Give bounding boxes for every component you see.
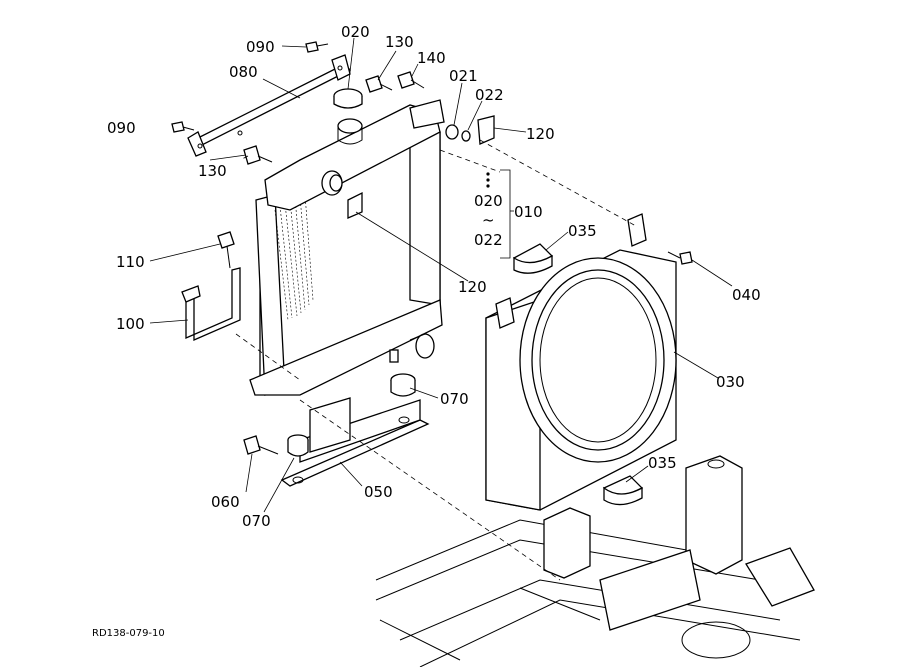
bolt-090-top <box>305 41 329 53</box>
callout-035-top: 035 <box>568 222 597 240</box>
callout-120-mid: 120 <box>458 278 487 296</box>
leader-lines <box>149 37 733 581</box>
radiator-stay-bracket <box>187 54 352 157</box>
callout-090-left: 090 <box>107 119 136 137</box>
bolt-060 <box>243 435 279 455</box>
callout-030: 030 <box>716 373 745 391</box>
callout-140: 140 <box>417 49 446 67</box>
callout-070-right: 070 <box>440 390 469 408</box>
callout-040: 040 <box>732 286 761 304</box>
bolt-140 <box>397 71 425 89</box>
callout-035-bottom: 035 <box>648 454 677 472</box>
callout-090-top: 090 <box>246 38 275 56</box>
radiator <box>249 88 445 396</box>
cushion-070-right <box>390 373 416 397</box>
callout-120-right: 120 <box>526 125 555 143</box>
bolt-110 <box>217 231 235 269</box>
callout-020-range: 020 <box>474 192 503 210</box>
callout-100: 100 <box>116 315 145 333</box>
tractor-frame <box>375 455 815 667</box>
callout-labels: 090 080 020 130 140 021 022 120 090 130 … <box>107 23 761 530</box>
callout-060: 060 <box>211 493 240 511</box>
callout-130-top: 130 <box>385 33 414 51</box>
callout-022-top: 022 <box>475 86 504 104</box>
callout-050: 050 <box>364 483 393 501</box>
callout-070-bottom: 070 <box>242 512 271 530</box>
bolt-130-left <box>243 145 273 165</box>
bolt-090-left <box>171 121 195 133</box>
reference-code: RD138-079-10 <box>92 628 165 639</box>
lower-bracket-100 <box>181 267 241 341</box>
callout-021: 021 <box>449 67 478 85</box>
callout-110: 110 <box>116 253 145 271</box>
cushion-035-top <box>512 243 554 274</box>
cushion-035-bottom <box>602 475 644 506</box>
callout-022-range: 022 <box>474 231 503 249</box>
bolt-040 <box>667 251 693 265</box>
callout-tilde: ~ <box>482 211 495 229</box>
washer-022 <box>461 130 471 142</box>
radiator-fins <box>274 193 314 321</box>
fan-shroud <box>485 213 677 511</box>
cushion-070-left <box>287 434 309 457</box>
callout-010: 010 <box>514 203 543 221</box>
collar-021 <box>445 124 459 140</box>
callout-130-left: 130 <box>198 162 227 180</box>
callout-020-top: 020 <box>341 23 370 41</box>
bracket-120-right <box>477 115 495 145</box>
radiator-cap <box>333 88 363 109</box>
callout-080: 080 <box>229 63 258 81</box>
